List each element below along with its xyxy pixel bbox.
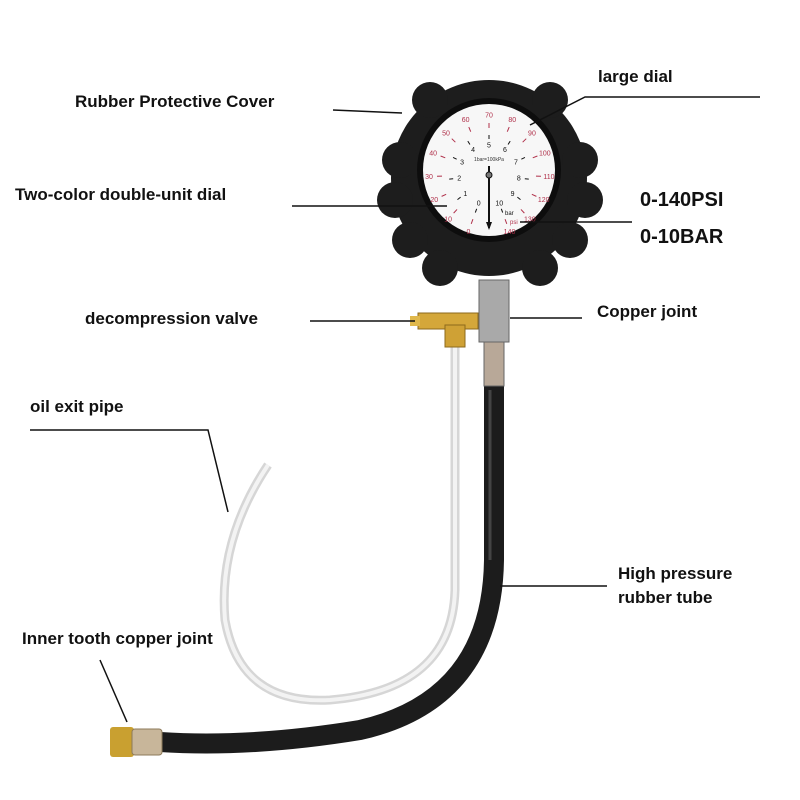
psi-scale-label: 100 (539, 151, 551, 158)
label-high-pressure-line1: High pressure (618, 564, 733, 583)
psi-scale-tick (440, 155, 446, 159)
needle-hub (485, 171, 493, 179)
psi-scale-tick (451, 138, 456, 143)
psi-scale-label: 40 (429, 151, 437, 158)
label-copper-joint: Copper joint (597, 302, 698, 321)
high-pressure-rubber-tube (150, 370, 504, 754)
inner-tooth-copper-joint (110, 727, 163, 757)
bar-scale-label: 4 (471, 147, 475, 154)
psi-scale-label: 50 (442, 131, 450, 138)
label-large-dial: large dial (598, 67, 673, 86)
bar-scale-label: 5 (487, 143, 491, 150)
bar-scale-label: 2 (457, 176, 461, 183)
psi-scale-tick (468, 126, 472, 132)
bar-unit: bar (505, 211, 514, 217)
bar-scale-label: 1 (463, 191, 467, 198)
psi-scale-tick (504, 218, 508, 225)
bar-scale-label: 0 (477, 201, 481, 208)
bar-scale-tick (517, 196, 521, 201)
psi-scale-label: 110 (543, 174, 554, 181)
label-rubber-protective-cover: Rubber Protective Cover (75, 92, 275, 111)
psi-scale-tick (531, 193, 537, 197)
bar-scale-tick (507, 140, 511, 145)
decompression-valve (410, 312, 479, 348)
psi-scale-label: 80 (508, 117, 516, 124)
psi-scale-label: 140 (504, 229, 516, 236)
bar-scale-tick (500, 208, 504, 213)
psi-scale-tick (453, 209, 458, 214)
bar-scale-label: 3 (460, 159, 464, 166)
oil-exit-pipe (219, 345, 460, 705)
psi-scale-label: 0 (467, 229, 471, 236)
bar-scale-label: 7 (514, 159, 518, 166)
bar-scale-tick (457, 196, 461, 201)
needle-tip (486, 222, 492, 230)
bar-scale-label: 6 (503, 147, 507, 154)
leader-lines (30, 96, 760, 723)
bar-scale-label: 9 (511, 191, 515, 198)
label-two-color-dial: Two-color double-unit dial (15, 185, 227, 204)
psi-scale-tick (441, 193, 447, 197)
bar-scale-label: 10 (495, 201, 503, 208)
psi-scale-tick (520, 209, 525, 214)
bar-scale-label: 8 (517, 176, 521, 183)
label-oil-exit-pipe: oil exit pipe (30, 397, 124, 416)
psi-scale-tick (532, 155, 538, 159)
label-decompression-valve: decompression valve (85, 309, 258, 328)
label-psi-range: 0-140PSI (640, 189, 724, 211)
psi-scale-label: 130 (524, 216, 536, 223)
psi-scale-label: 60 (462, 117, 470, 124)
psi-scale-tick (522, 138, 527, 143)
psi-scale-label: 120 (538, 197, 550, 204)
copper-joint (478, 279, 510, 387)
label-inner-tooth-copper-joint: Inner tooth copper joint (22, 629, 213, 648)
psi-scale-tick (506, 126, 510, 132)
label-high-pressure-line2: rubber tube (618, 588, 713, 607)
psi-scale-label: 90 (528, 131, 536, 138)
psi-scale-tick (470, 218, 474, 225)
psi-unit: psi (510, 220, 518, 226)
bar-scale-tick (474, 208, 478, 213)
bar-scale-tick (467, 140, 471, 145)
psi-scale-label: 30 (425, 174, 433, 181)
bar-scale-tick (521, 157, 526, 160)
psi-scale-label: 70 (485, 113, 493, 120)
psi-scale-label: 10 (444, 216, 452, 223)
label-bar-range: 0-10BAR (640, 226, 724, 248)
bar-scale-tick (452, 157, 457, 160)
psi-scale-label: 20 (430, 197, 438, 204)
unit-note: 1bar=100kPa (474, 157, 504, 163)
